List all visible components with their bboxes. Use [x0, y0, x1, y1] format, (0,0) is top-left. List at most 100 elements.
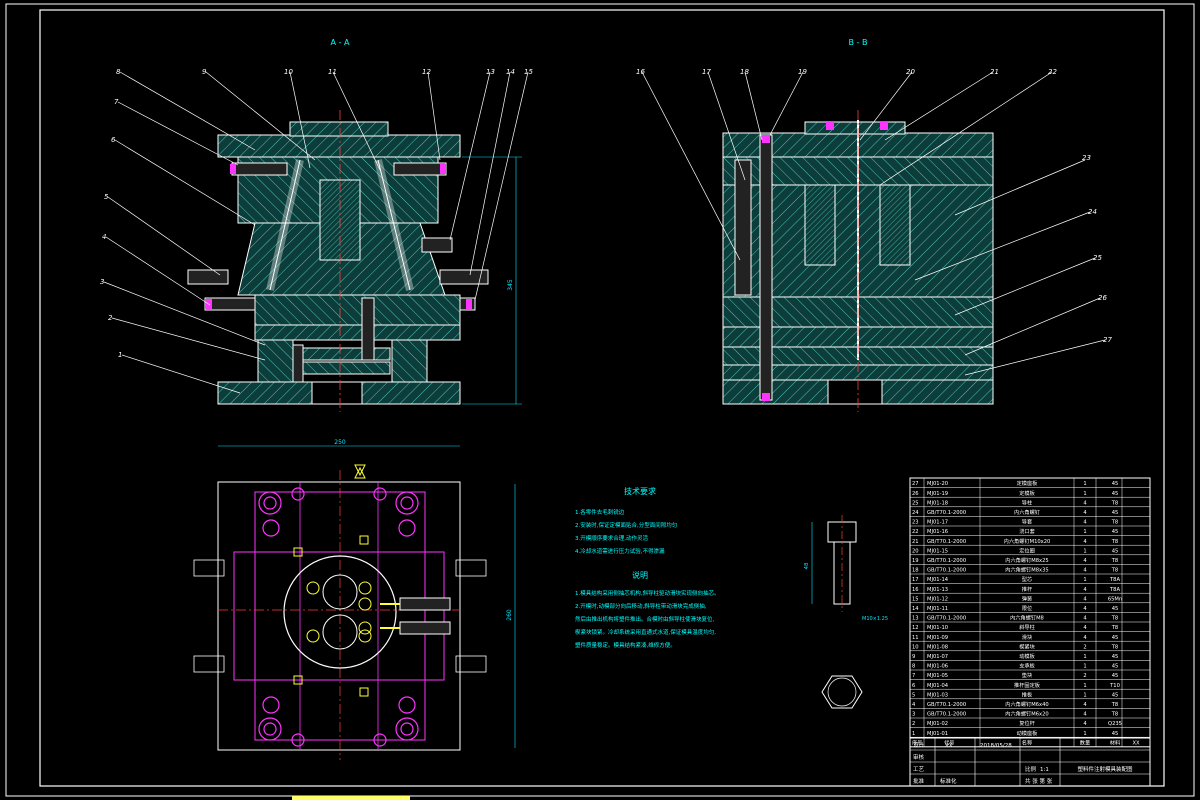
bom-qty: 4 — [1083, 721, 1087, 727]
bom-no: 11 — [912, 635, 919, 641]
svg-text:1.各零件去毛刺锐边: 1.各零件去毛刺锐边 — [575, 508, 625, 516]
bom-name: 定位圈 — [1019, 546, 1035, 554]
bom-qty: 1 — [1083, 654, 1086, 660]
leaders-left — [103, 71, 529, 394]
svg-text:16: 16 — [636, 68, 645, 76]
bom-code: MJ01-12 — [927, 596, 948, 602]
balloons-right: 16 17 18 19 20 21 22 23 24 25 26 27 — [636, 68, 1112, 344]
bom-no: 23 — [912, 520, 919, 526]
plan-height-dim: 260 — [506, 609, 513, 621]
bom-material: T8A — [1109, 587, 1120, 593]
bom-qty: 1 — [1083, 692, 1086, 698]
bom-material: 45 — [1112, 606, 1119, 612]
bom-qty: 1 — [1083, 664, 1086, 670]
svg-text:9: 9 — [202, 68, 207, 76]
bom-qty: 1 — [1083, 491, 1086, 497]
svg-text:7: 7 — [114, 98, 119, 106]
bom-code: MJ01-07 — [927, 654, 948, 660]
svg-text:XX: XX — [945, 743, 953, 749]
inner-frame — [39, 9, 1165, 787]
bom-material: 45 — [1112, 692, 1119, 698]
bom-name: 楔紧块 — [1019, 642, 1035, 650]
bom-material: T8 — [1111, 500, 1118, 506]
bom-name: 型芯 — [1022, 575, 1032, 583]
bom-name: 支承板 — [1019, 662, 1035, 670]
bom-no: 25 — [912, 500, 919, 506]
bom-qty: 1 — [1083, 731, 1086, 737]
bom-name: 弹簧 — [1022, 594, 1032, 602]
bom-no: 4 — [912, 702, 916, 708]
bom-name: 浇口套 — [1019, 527, 1035, 535]
bom-no: 8 — [912, 664, 915, 670]
bom-material: T8 — [1111, 539, 1118, 545]
bom-code: GB/T70.1-2000 — [927, 616, 966, 622]
svg-text:4: 4 — [102, 233, 106, 241]
bom-code: MJ01-18 — [927, 500, 948, 506]
bom-name: 定模座板 — [1017, 479, 1039, 487]
bom-material: 45 — [1112, 635, 1119, 641]
bom-no: 9 — [912, 654, 915, 660]
bom-qty: 4 — [1083, 500, 1087, 506]
bom-qty: 4 — [1083, 635, 1087, 641]
bom-qty: 4 — [1083, 625, 1087, 631]
bom-material: T10 — [1109, 683, 1120, 689]
bom-name: 滑块 — [1022, 633, 1033, 641]
bom-header-material: 材料 — [1110, 738, 1120, 746]
svg-text:11: 11 — [328, 68, 337, 76]
bom-material: 45 — [1112, 491, 1119, 497]
bom-no: 26 — [912, 491, 919, 497]
bom-name: 推杆 — [1022, 585, 1032, 593]
title-block: 设计 审核 工艺 批准 XX 2018/05/28 比例 1:1 塑料件注射模具… — [909, 737, 1151, 787]
bom-code: MJ01-19 — [927, 491, 948, 497]
bom-name: 复位杆 — [1019, 719, 1035, 727]
bom-name: 内六角螺钉M8x35 — [1005, 566, 1048, 574]
svg-text:楔紧块锁紧。冷却系统采用直通式水道,保证模具温度均匀,: 楔紧块锁紧。冷却系统采用直通式水道,保证模具温度均匀, — [575, 628, 716, 636]
section-aa-label: A - A — [331, 38, 350, 47]
bolt-detail: 48 M10×1.25 — [804, 515, 888, 709]
bom-material: 45 — [1112, 548, 1119, 554]
bom-qty: 4 — [1083, 702, 1087, 708]
bom-code: MJ01-14 — [927, 577, 949, 583]
bom-no: 2 — [912, 721, 915, 727]
bom-header-name: 名称 — [1022, 738, 1032, 746]
tech-requirements: 技术要求 1.各零件去毛刺锐边 2.安装时,保证定模面贴合,分型面间隙均匀 3.… — [575, 486, 720, 649]
bom-qty: 4 — [1083, 510, 1087, 516]
svg-text:1.模具结构采用侧抽芯机构,斜导柱驱动滑块实现侧向抽芯。: 1.模具结构采用侧抽芯机构,斜导柱驱动滑块实现侧向抽芯。 — [575, 589, 720, 597]
bom-name: 内六角螺钉M10x20 — [1004, 537, 1051, 545]
bom-code: MJ01-15 — [927, 548, 948, 554]
svg-text:5: 5 — [104, 193, 109, 201]
bom-name: 内六角螺钉M6x40 — [1005, 700, 1048, 708]
bom-no: 20 — [912, 548, 919, 554]
svg-text:23: 23 — [1082, 154, 1091, 162]
bom-material: T8 — [1111, 625, 1118, 631]
bolt-thread-dim: M10×1.25 — [862, 616, 888, 622]
bom-no: 1 — [912, 731, 915, 737]
svg-text:2.开模时,动模部分向后移动,斜导柱带动滑块完成侧抽,: 2.开模时,动模部分向后移动,斜导柱带动滑块完成侧抽, — [575, 602, 707, 610]
svg-text:17: 17 — [702, 68, 711, 76]
svg-text:设计: 设计 — [913, 741, 925, 749]
bom-code: GB/T70.1-2000 — [927, 702, 966, 708]
bom-header-qty: 数量 — [1080, 738, 1090, 746]
bom-material: 45 — [1112, 731, 1119, 737]
bom-qty: 2 — [1083, 673, 1086, 679]
bom-qty: 1 — [1083, 548, 1086, 554]
svg-text:1:1: 1:1 — [1040, 767, 1049, 773]
bom-code: MJ01-08 — [927, 644, 948, 650]
svg-text:24: 24 — [1088, 208, 1097, 216]
svg-text:塑料件注射模具装配图: 塑料件注射模具装配图 — [1077, 765, 1133, 773]
bottom-yellow-strip — [292, 796, 410, 800]
bom-name: 内六角螺钉M8x25 — [1005, 556, 1048, 564]
bom-header-code: 代号 — [944, 738, 954, 746]
bom-code: GB/T70.1-2000 — [927, 712, 966, 718]
bom-no: 3 — [912, 712, 915, 718]
bom-qty: 4 — [1083, 539, 1087, 545]
bom-no: 12 — [912, 625, 919, 631]
bom-name: 导套 — [1022, 518, 1033, 526]
svg-text:共 张 第 张: 共 张 第 张 — [1025, 777, 1053, 785]
svg-text:比例: 比例 — [1025, 765, 1037, 773]
section-bb-label: B - B — [849, 38, 868, 47]
bom-header-remark: XX — [1132, 740, 1140, 746]
bom-material: Q235 — [1108, 721, 1122, 727]
bom-code: MJ01-05 — [927, 673, 948, 679]
bom-code: GB/T70.1-2000 — [927, 539, 966, 545]
